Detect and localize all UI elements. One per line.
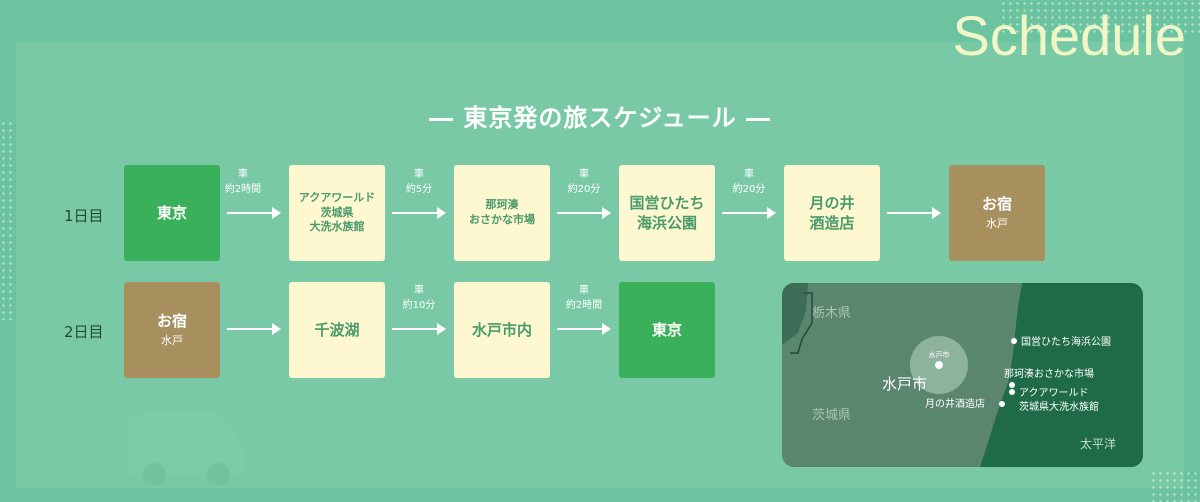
map-city-label: 水戸市: [882, 375, 927, 393]
node-line: 水戸: [986, 216, 1008, 230]
ibaraki-map: 水戸市 栃木県 茨城県 水戸市 太平洋 国営ひたち海浜公園 那珂湊おさかな市場 …: [782, 283, 1143, 467]
day1-transport-4: 車 約20分: [717, 168, 781, 197]
place-marker-icon: [1009, 382, 1015, 388]
node-line: 月の井: [809, 193, 855, 212]
transport-mode: 車: [579, 285, 589, 296]
node-line: 千波湖: [314, 320, 360, 339]
transport-duration: 約2時間: [224, 183, 262, 195]
node-line: 大洗水族館: [309, 220, 365, 234]
node-line: お宿: [981, 195, 1012, 214]
schedule-heading: Schedule: [952, 4, 1186, 67]
day2-arrow-3: [557, 323, 611, 335]
map-ocean-label: 太平洋: [1080, 436, 1116, 451]
dot-pattern-bottom-right: [1150, 470, 1200, 502]
day-1-label: 1日目: [64, 207, 104, 225]
node-line: おさかな市場: [469, 213, 535, 226]
node-line: 那珂湊: [485, 198, 519, 212]
day1-arrow-4: [722, 207, 776, 219]
map-prefecture-main: 茨城県: [812, 408, 851, 423]
day2-node-inn-mito: お宿 水戸: [124, 282, 220, 378]
transport-duration: 約2時間: [565, 299, 603, 311]
transport-mode: 車: [744, 169, 754, 180]
transport-duration: 約5分: [405, 183, 433, 195]
place-marker-icon: [1011, 338, 1017, 344]
node-line: 東京: [651, 320, 682, 339]
transport-mode: 車: [238, 169, 248, 180]
transport-duration: 約20分: [732, 183, 766, 195]
day1-node-inn-mito: お宿 水戸: [949, 165, 1045, 261]
dot-pattern-left: [0, 120, 16, 320]
day2-transport-2: 車 約10分: [387, 284, 451, 313]
node-line: 茨城県: [320, 205, 354, 219]
day1-node-nakaminato: 那珂湊 おさかな市場: [454, 165, 550, 261]
node-line: 国営ひたち: [629, 193, 705, 212]
day2-transport-3: 車 約2時間: [552, 284, 616, 313]
map-place-aquarium: 茨城県大洗水族館: [1019, 400, 1099, 413]
transport-mode: 車: [414, 285, 424, 296]
day2-arrow-1: [227, 323, 281, 335]
node-line: お宿: [156, 312, 187, 331]
map-prefecture-north: 栃木県: [812, 306, 851, 321]
node-line: 水戸: [161, 333, 183, 347]
place-marker-icon: [999, 401, 1005, 407]
place-marker-icon: [1009, 389, 1015, 395]
day2-node-tokyo: 東京: [619, 282, 715, 378]
page-title: ― 東京発の旅スケジュール ―: [428, 104, 772, 132]
day1-arrow-3: [557, 207, 611, 219]
day1-node-tsukinoi: 月の井 酒造店: [784, 165, 880, 261]
day1-node-aquaworld: アクアワールド 茨城県 大洗水族館: [289, 165, 385, 261]
map-place-nakaminato: 那珂湊おさかな市場: [1004, 367, 1094, 380]
map-city-marker-label: 水戸市: [929, 350, 950, 359]
mito-marker-icon: [935, 361, 943, 369]
day1-arrow-1: [227, 207, 281, 219]
day1-arrow-5: [887, 207, 941, 219]
node-line: 水戸市内: [471, 320, 532, 339]
transport-mode: 車: [579, 169, 589, 180]
day1-node-hitachi-park: 国営ひたち 海浜公園: [619, 165, 715, 261]
node-line: 海浜公園: [636, 214, 697, 232]
map-place-tsukinoi: 月の井酒造店: [925, 397, 985, 410]
node-line: 酒造店: [809, 214, 855, 232]
day1-node-tokyo: 東京: [124, 165, 220, 261]
transport-duration: 約20分: [567, 183, 601, 195]
node-line: アクアワールド: [298, 190, 376, 204]
car-icon: [126, 411, 244, 485]
map-place-aquaworld: アクアワールド: [1019, 387, 1089, 399]
node-line: 東京: [156, 203, 187, 222]
transport-mode: 車: [414, 169, 424, 180]
day2-node-mito-city: 水戸市内: [454, 282, 550, 378]
transport-duration: 約10分: [402, 299, 436, 311]
day2-arrow-2: [392, 323, 446, 335]
map-place-hitachi: 国営ひたち海浜公園: [1021, 335, 1111, 348]
day1-transport-2: 車 約5分: [387, 168, 451, 197]
day1-transport-3: 車 約20分: [552, 168, 616, 197]
day2-node-senba-lake: 千波湖: [289, 282, 385, 378]
dot-pattern-top-right: [1000, 0, 1200, 36]
day1-transport-1: 車 約2時間: [211, 168, 275, 197]
day-2-label: 2日目: [64, 323, 104, 341]
day1-arrow-2: [392, 207, 446, 219]
